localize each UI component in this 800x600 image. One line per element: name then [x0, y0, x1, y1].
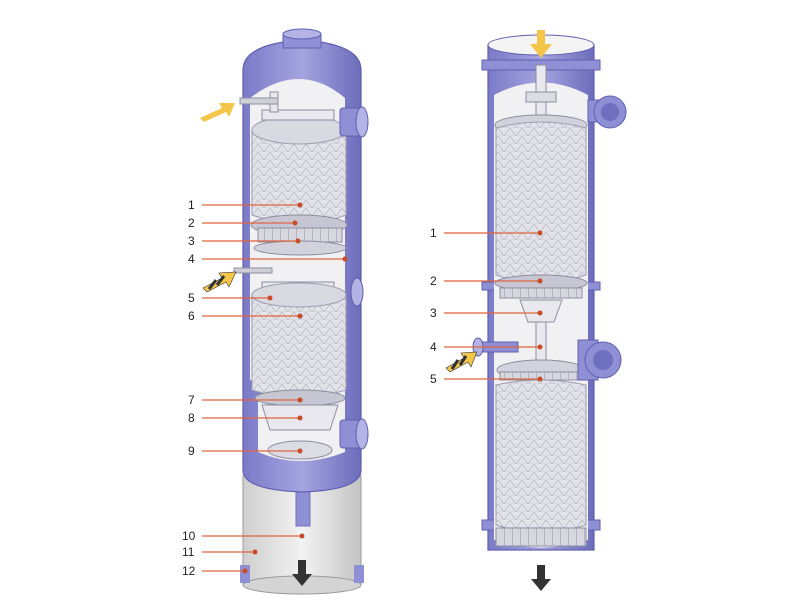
svg-text:2: 2: [430, 274, 437, 288]
svg-text:11: 11: [182, 545, 195, 559]
left-callouts: 1 2 3 4 5 6 7: [182, 198, 348, 578]
left-callout-7: 7: [188, 393, 303, 407]
svg-text:4: 4: [430, 340, 437, 354]
right-callouts: 1 2 3 4 5: [430, 226, 543, 386]
svg-text:12: 12: [182, 564, 196, 578]
right-bottom-outlet-arrow: [531, 565, 551, 591]
svg-text:3: 3: [188, 234, 195, 248]
right-bottom-grid: [495, 527, 587, 547]
svg-text:9: 9: [188, 444, 195, 458]
left-callout-9: 9: [188, 444, 303, 458]
svg-text:1: 1: [430, 226, 437, 240]
left-top-distributor: [239, 91, 335, 121]
left-callout-3: 3: [188, 234, 301, 248]
svg-text:6: 6: [188, 309, 195, 323]
svg-text:3: 3: [430, 306, 437, 320]
svg-text:1: 1: [188, 198, 195, 212]
left-upper-packing-bed: [251, 115, 347, 224]
left-callout-8: 8: [188, 411, 303, 425]
left-callout-1: 1: [188, 198, 303, 212]
left-lower-packing-bed: [251, 281, 347, 398]
side-feed-in-arrow: [202, 271, 237, 293]
left-callout-5: 5: [188, 291, 273, 305]
svg-text:2: 2: [188, 216, 195, 230]
feed-in-arrow: [200, 103, 235, 122]
left-callout-2: 2: [188, 216, 298, 230]
right-callout-5: 5: [430, 372, 543, 386]
svg-text:5: 5: [188, 291, 195, 305]
left-side-nozzles: [233, 106, 369, 450]
right-lower-packing-bed: [495, 379, 587, 533]
left-callout-4: 4: [188, 252, 348, 266]
top-inlet-arrow: [530, 30, 552, 58]
right-callout-3: 3: [430, 306, 543, 320]
bottom-outlet-arrow: [292, 560, 312, 586]
left-top-nozzle: [282, 28, 322, 49]
right-column: [445, 30, 627, 591]
left-callout-6: 6: [188, 309, 303, 323]
svg-text:10: 10: [182, 529, 196, 543]
svg-text:7: 7: [188, 393, 195, 407]
left-support-and-collector: [250, 214, 348, 256]
svg-text:5: 5: [430, 372, 437, 386]
left-callout-12: 12: [182, 564, 248, 578]
left-column: [200, 28, 369, 595]
right-callout-2: 2: [430, 274, 543, 288]
svg-text:4: 4: [188, 252, 195, 266]
left-callout-10: 10: [182, 529, 305, 543]
right-callout-4: 4: [430, 340, 543, 354]
svg-text:8: 8: [188, 411, 195, 425]
left-callout-11: 11: [182, 545, 258, 559]
right-upper-packing-bed: [495, 121, 587, 283]
right-side-feed-in-arrow: [445, 351, 478, 373]
right-callout-1: 1: [430, 226, 543, 240]
